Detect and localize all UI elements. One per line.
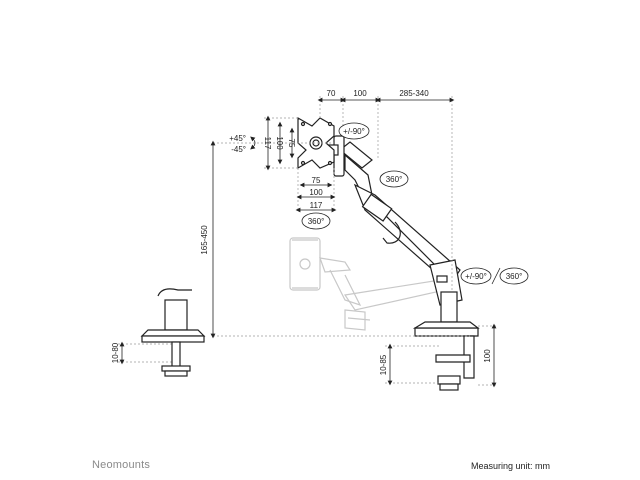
dimension-lines [119,97,497,388]
dim-top-70: 70 [327,89,336,98]
rotation-base-swivel: +/-90° [460,267,492,285]
svg-text:+/-90°: +/-90° [465,272,487,281]
vesa-plate [297,116,335,170]
brand-logo: Neomounts [92,459,151,471]
dim-vesa-75-horizontal: 75 [312,176,321,185]
lowered-arm-ghost [289,237,446,331]
dim-tilt-plus: +45° [229,134,246,143]
svg-text:360°: 360° [506,272,523,281]
dim-height-range: 165-450 [200,225,209,255]
rotation-plate-360: 360° [301,212,331,230]
dim-vesa-117-horizontal: 117 [310,201,323,210]
rotation-base-360: 360° [499,267,529,285]
dim-base-height: 100 [483,349,492,363]
rotation-head-360: 360° [379,170,409,188]
dim-vesa-75-vertical: 75 [287,139,296,148]
svg-text:+/-90°: +/-90° [343,127,365,136]
dim-top-100: 100 [353,89,367,98]
dim-grommet-range: 10-85 [379,354,388,375]
clamp-detail [140,288,206,377]
dim-vesa-117-vertical: 117 [263,137,272,150]
rotation-divider [491,267,501,285]
gas-spring-arm [339,141,480,391]
dim-vesa-100-vertical: 100 [275,136,284,150]
dim-clamp-range: 10-80 [111,342,120,363]
dim-tilt-minus: -45° [231,145,246,154]
svg-text:360°: 360° [386,175,403,184]
rotation-head-swivel: +/-90° [338,122,370,140]
svg-text:360°: 360° [308,217,325,226]
measuring-unit-note: Measuring unit: mm [470,461,550,471]
dim-top-reach: 285-340 [399,89,429,98]
dim-vesa-100-horizontal: 100 [309,188,323,197]
